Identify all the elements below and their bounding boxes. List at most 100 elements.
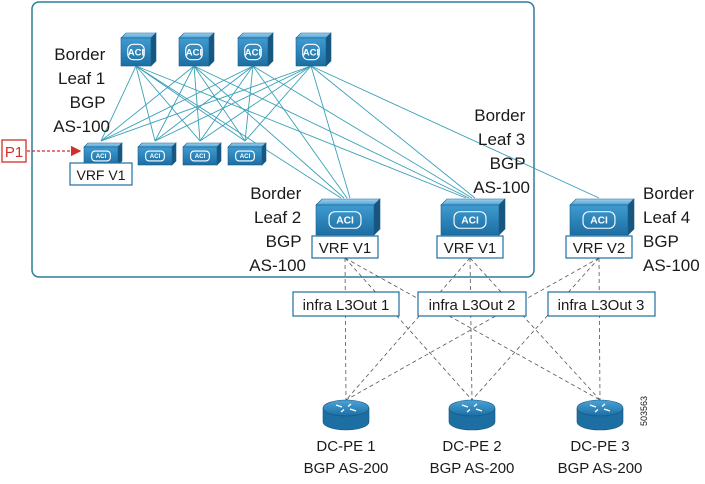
spine-switch-2-icon: ACI — [178, 32, 215, 67]
aci-icon-label: ACI — [150, 153, 161, 160]
fabric-link — [193, 65, 246, 142]
border-leaf-3-line2: Leaf 3 — [478, 130, 525, 149]
border-leaf-3-line3: BGP — [490, 154, 526, 173]
l3out-dashed-link — [471, 257, 600, 401]
fabric-link-leaf-4 — [310, 65, 600, 199]
border-leaf-2-line2: Leaf 2 — [254, 208, 301, 227]
border-leaf-4-line1: Border — [643, 184, 694, 203]
devices: ACI ACI ACI ACI ACI ACI ACI ACI ACI ACI ACI — [83, 32, 635, 431]
l3out-label-1: infra L3Out 1 — [303, 297, 390, 314]
l3out-box-3: infra L3Out 3 — [547, 291, 656, 317]
fabric-link — [135, 65, 156, 142]
pe-1-name: DC-PE 1 — [316, 438, 375, 455]
fabric-link — [199, 65, 254, 142]
aci-icon-label: ACI — [336, 216, 354, 227]
aci-icon-label: ACI — [590, 216, 608, 227]
border-leaf-1-switch-icon: ACI — [83, 142, 123, 166]
fabric-link — [244, 65, 312, 142]
border-leaf-3-line1: Border — [474, 106, 525, 125]
fabric-links — [100, 65, 600, 199]
l3out-dashed-link — [345, 257, 471, 401]
vrf-box-leaf-1: VRF V1 — [69, 162, 133, 186]
vrf-box-leaf-3: VRF V1 — [436, 235, 504, 259]
fabric-link — [154, 65, 195, 142]
border-leaf-3-switch-icon: ACI — [440, 198, 506, 236]
figure-id: 503563 — [639, 396, 649, 426]
spine-switch-4-icon: ACI — [295, 32, 332, 67]
aci-icon-label: ACI — [128, 47, 145, 58]
fabric-link — [100, 65, 254, 142]
l3out-dashed-link — [469, 257, 601, 401]
l3out-box-1: infra L3Out 1 — [292, 291, 400, 317]
border-leaf-4-line3: BGP — [643, 232, 679, 251]
leaf-switch-1-icon: ACI — [137, 142, 177, 166]
aci-icon-label: ACI — [195, 153, 206, 160]
vrf-label-leaf-4: VRF V2 — [573, 240, 626, 257]
fabric-link — [154, 65, 254, 142]
border-leaf-4-switch-icon: ACI — [569, 198, 635, 236]
aci-icon-label: ACI — [240, 153, 251, 160]
aci-icon-label: ACI — [303, 47, 320, 58]
border-leaf-2-label: Border Leaf 2 BGP AS-100 — [249, 184, 306, 275]
l3out-box-2: infra L3Out 2 — [417, 291, 527, 317]
dc-pe-3-router-icon — [576, 399, 624, 431]
fabric-link — [193, 65, 345, 199]
fabric-link — [135, 65, 201, 142]
fabric-link — [310, 65, 351, 199]
aci-fabric-boundary — [31, 1, 535, 278]
pe-2-name: DC-PE 2 — [442, 438, 501, 455]
border-leaf-4-line2: Leaf 4 — [643, 208, 690, 227]
l3out-dashed-link — [344, 257, 347, 401]
pe-2-as: BGP AS-200 — [430, 460, 515, 477]
aci-icon-label: ACI — [186, 47, 203, 58]
fabric-link — [135, 65, 246, 142]
dc-pe-2-router-icon — [448, 399, 496, 431]
vrf-box-leaf-4: VRF V2 — [565, 235, 633, 259]
border-leaf-2-line3: BGP — [266, 232, 302, 251]
pe-1-as: BGP AS-200 — [304, 460, 389, 477]
dc-pe-1-router-icon — [322, 399, 370, 431]
p1-marker: P1 — [1, 139, 82, 163]
vrf-label-leaf-1: VRF V1 — [76, 167, 125, 183]
fabric-link — [199, 65, 312, 142]
border-leaf-1-line4: AS-100 — [53, 117, 110, 136]
aci-icon-label: ACI — [461, 216, 479, 227]
border-leaf-3-line4: AS-100 — [473, 178, 530, 197]
l3out-dashed-link — [344, 257, 473, 401]
l3out-label-2: infra L3Out 2 — [429, 297, 516, 314]
border-leaf-1-line1: Border — [54, 45, 105, 64]
fabric-link — [135, 65, 467, 199]
spine-switch-3-icon: ACI — [237, 32, 274, 67]
aci-icon-label: ACI — [245, 47, 262, 58]
vrf-label-leaf-2: VRF V1 — [319, 240, 372, 257]
fabric-link — [310, 65, 476, 199]
pe-3-as: BGP AS-200 — [558, 460, 643, 477]
pe-3-name: DC-PE 3 — [570, 438, 629, 455]
spine-switch-1-icon: ACI — [120, 32, 157, 67]
border-leaf-2-line4: AS-100 — [249, 256, 306, 275]
border-leaf-4-label: Border Leaf 4 BGP AS-100 — [643, 184, 700, 275]
border-leaf-2-switch-icon: ACI — [315, 198, 381, 236]
border-leaf-1-line3: BGP — [70, 93, 106, 112]
leaf-switch-2-icon: ACI — [182, 142, 222, 166]
border-leaf-1-label: Border Leaf 1 BGP AS-100 — [53, 45, 110, 136]
fabric-link — [252, 65, 473, 199]
fabric-link — [154, 65, 312, 142]
l3out-label-3: infra L3Out 3 — [558, 297, 645, 314]
fabric-link — [100, 65, 312, 142]
aci-icon-label: ACI — [96, 153, 107, 160]
l3out-dashed-links — [344, 257, 601, 401]
border-leaf-2-line1: Border — [250, 184, 301, 203]
border-leaf-1-line2: Leaf 1 — [58, 69, 105, 88]
border-leaf-3-label: Border Leaf 3 BGP AS-100 — [473, 106, 530, 197]
fabric-link — [193, 65, 470, 199]
leaf-switch-3-icon: ACI — [227, 142, 267, 166]
fabric-link — [252, 65, 348, 199]
l3out-dashed-link — [598, 257, 601, 401]
l3out-dashed-link — [469, 257, 473, 401]
l3out-dashed-link — [345, 257, 600, 401]
fabric-link — [100, 65, 137, 142]
vrf-label-leaf-3: VRF V1 — [444, 240, 497, 257]
